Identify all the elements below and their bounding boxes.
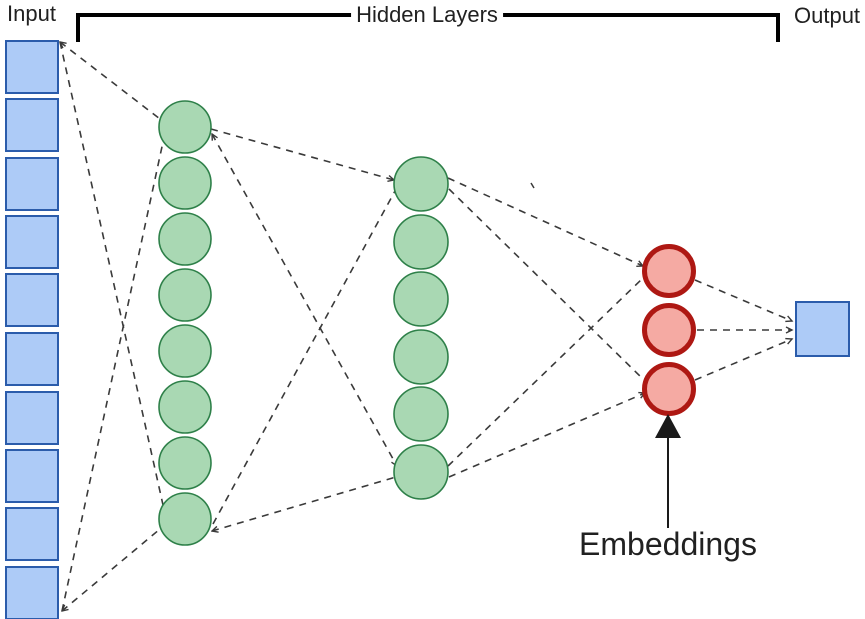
connection-line [59, 41, 164, 506]
input-label: Input [7, 1, 56, 26]
output-node [795, 301, 850, 357]
input-node [5, 273, 59, 327]
connection-line [448, 391, 647, 478]
input-node [5, 507, 59, 561]
hidden-layer-1-node [158, 212, 212, 266]
hidden-layer-1-node [158, 492, 212, 546]
embedding-node [642, 303, 696, 357]
embeddings-label: Embeddings [579, 526, 757, 562]
connection-line [212, 476, 397, 531]
connection-line [212, 190, 396, 525]
connection-line [210, 128, 396, 182]
hidden-layer-2-node [393, 156, 449, 212]
hidden-layer-1-node [158, 380, 212, 434]
hidden-layer-2-node [393, 444, 449, 500]
connection-lines [59, 41, 794, 612]
stray-mark [530, 182, 535, 189]
hidden-layer-1-node [158, 156, 212, 210]
output-label: Output [794, 3, 861, 28]
hidden-layer-1-node [158, 436, 212, 490]
connection-line [447, 177, 645, 267]
hidden-layer-1-node [158, 268, 212, 322]
hidden-layer-2-node [393, 386, 449, 442]
hidden-layer-1-node [158, 100, 212, 154]
connection-line [694, 279, 794, 323]
input-node [5, 391, 59, 445]
input-node [5, 215, 59, 269]
connection-line [62, 528, 161, 611]
embeddings-arrow-head [655, 414, 681, 438]
embedding-node [642, 362, 696, 416]
connection-line [212, 134, 397, 466]
hidden-layer-1-node [158, 324, 212, 378]
hidden-layer-2-node [393, 329, 449, 385]
input-node [5, 566, 59, 619]
connection-line [60, 42, 161, 120]
input-node [5, 98, 59, 152]
hidden-layer-2-node [393, 214, 449, 270]
input-node [5, 40, 59, 94]
connection-line [694, 337, 794, 381]
hidden-layer-2-node [393, 271, 449, 327]
hidden-layers-label: Hidden Layers [351, 3, 503, 26]
input-node [5, 332, 59, 386]
connection-line [448, 188, 646, 382]
network-nodes [5, 40, 850, 619]
connection-line [61, 141, 164, 612]
embedding-node [642, 244, 696, 298]
connection-line [447, 277, 644, 467]
input-node [5, 157, 59, 211]
input-node [5, 449, 59, 503]
